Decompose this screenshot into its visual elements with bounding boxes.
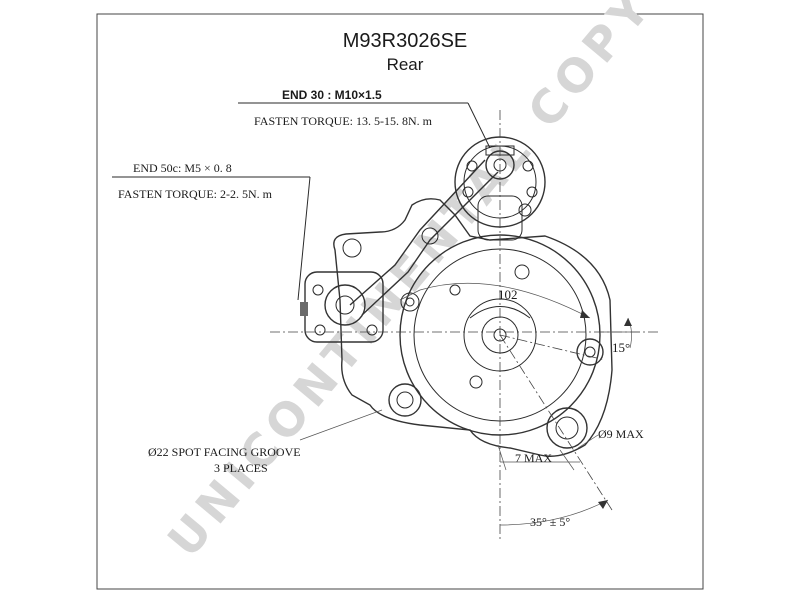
dim-102: 102 (498, 287, 518, 302)
end50c-stud (324, 284, 366, 326)
end30-leader (467, 102, 491, 149)
mount-hole-lower-left-inner (396, 391, 414, 409)
angle35-arrow (598, 500, 608, 509)
part-number: M93R3026SE (343, 30, 468, 52)
dim-102-arrow (580, 310, 590, 318)
dim-angle35: 35° ± 5° (530, 515, 570, 529)
cap-bolt-lower (518, 203, 532, 217)
strap-joint-lower (400, 292, 420, 312)
end50c-label: END 50c: M5 × 0. 8 (133, 161, 232, 175)
housing-outline (333, 198, 613, 457)
bearing-flat (469, 306, 531, 319)
end50c-stud-inner (335, 295, 355, 315)
dia9-leader (577, 434, 599, 449)
mount-hole-right (576, 338, 604, 366)
angle35-arc (499, 499, 609, 526)
groove-leader (299, 409, 383, 441)
end30-torque: FASTEN TORQUE: 13. 5-15. 8N. m (254, 114, 433, 128)
end30-label: END 30 : M10×1.5 (282, 88, 382, 102)
left-lug-hole (342, 238, 362, 258)
terminal-small-a (466, 160, 478, 172)
cap-bolt-left (462, 186, 474, 198)
angle15-arrow-top (624, 318, 632, 326)
flange-bolt-2 (469, 375, 483, 389)
strap-joint-lower-inner (405, 297, 415, 307)
groove-line2: 3 PLACES (214, 461, 268, 475)
dim-102-leader-a (399, 289, 421, 301)
groove-line1: Ø22 SPOT FACING GROOVE (148, 445, 301, 459)
dim-max7: 7 MAX (515, 451, 552, 465)
block-bolt-tl (312, 284, 324, 296)
drawing-frame (96, 13, 704, 590)
strap-joint-upper (421, 227, 439, 245)
max7-line-a (497, 444, 507, 471)
flange-bolt-3 (449, 284, 461, 296)
watermark: UNICONTINENTAL COPY (157, 0, 664, 567)
end50c-clip (300, 302, 308, 316)
block-bolt-bl (314, 324, 326, 336)
cap-bolt-right (526, 186, 538, 198)
mount-hole-right-inner (584, 346, 596, 358)
dim-angle15: 15° (612, 340, 630, 355)
end50c-leader (297, 176, 311, 301)
mount-hole-lower-right-inner (555, 416, 579, 440)
radial-centerline-35 (499, 334, 613, 511)
flange-bolt-1 (514, 264, 530, 280)
mount-hole-lower-left (388, 383, 422, 417)
end50c-torque: FASTEN TORQUE: 2-2. 5N. m (118, 187, 273, 201)
view-label: Rear (387, 55, 424, 74)
dim-dia9: Ø9 MAX (598, 427, 644, 441)
terminal-small-b (522, 160, 534, 172)
mount-hole-lower-right (546, 407, 588, 449)
dim-102-arc (419, 282, 591, 319)
connecting-strap (349, 159, 499, 316)
block-bolt-br (366, 324, 378, 336)
max7-line-b (559, 449, 575, 471)
